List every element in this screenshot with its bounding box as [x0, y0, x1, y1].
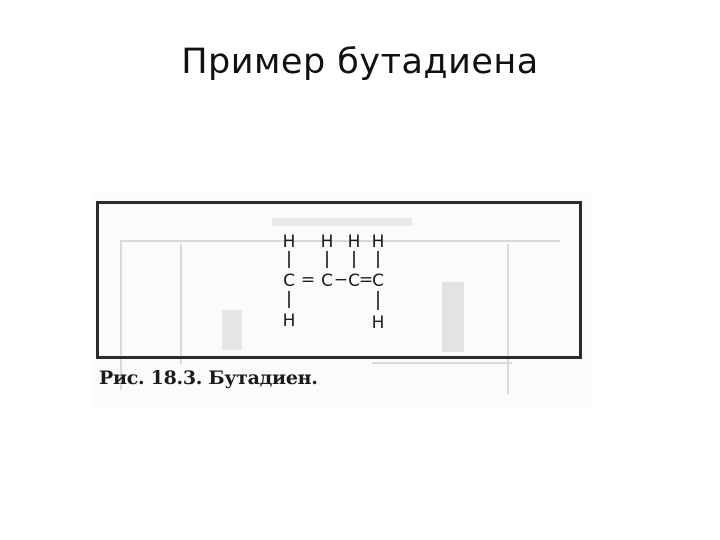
bleed-through-line — [272, 218, 412, 226]
bleed-through-line — [222, 310, 242, 350]
atom-c-4: C — [372, 271, 384, 291]
bleed-through-line — [120, 240, 122, 390]
figure-caption: Рис. 18.3. Бутадиен. — [99, 367, 318, 389]
atom-h-top-4: H — [372, 232, 385, 252]
atom-h-bottom-4: H — [372, 313, 385, 333]
atom-h-top-2: H — [321, 232, 334, 252]
slide-title: Пример бутадиена — [181, 42, 539, 82]
bleed-through-line — [507, 244, 509, 394]
figure-frame — [96, 201, 582, 359]
atom-h-bottom-1: H — [283, 311, 296, 331]
bleed-through-line — [442, 282, 464, 352]
atom-c-1: C — [283, 271, 295, 291]
structural-formula: H H H H C C C C = − = H H — [283, 232, 385, 333]
atom-h-top-1: H — [283, 232, 296, 252]
bond-c2-c3: − — [334, 270, 348, 290]
atom-h-top-3: H — [348, 232, 361, 252]
atom-c-3: C — [348, 271, 360, 291]
atom-c-2: C — [321, 271, 333, 291]
bleed-through-line — [120, 240, 560, 242]
bond-c1-c2: = — [301, 270, 315, 290]
scanned-figure-background — [92, 192, 592, 407]
bond-c3-c4: = — [359, 270, 373, 290]
butadiene-structure: H H H H C C C C = − = H H — [280, 228, 410, 338]
bleed-through-line — [372, 362, 512, 364]
bleed-through-line — [180, 244, 182, 364]
